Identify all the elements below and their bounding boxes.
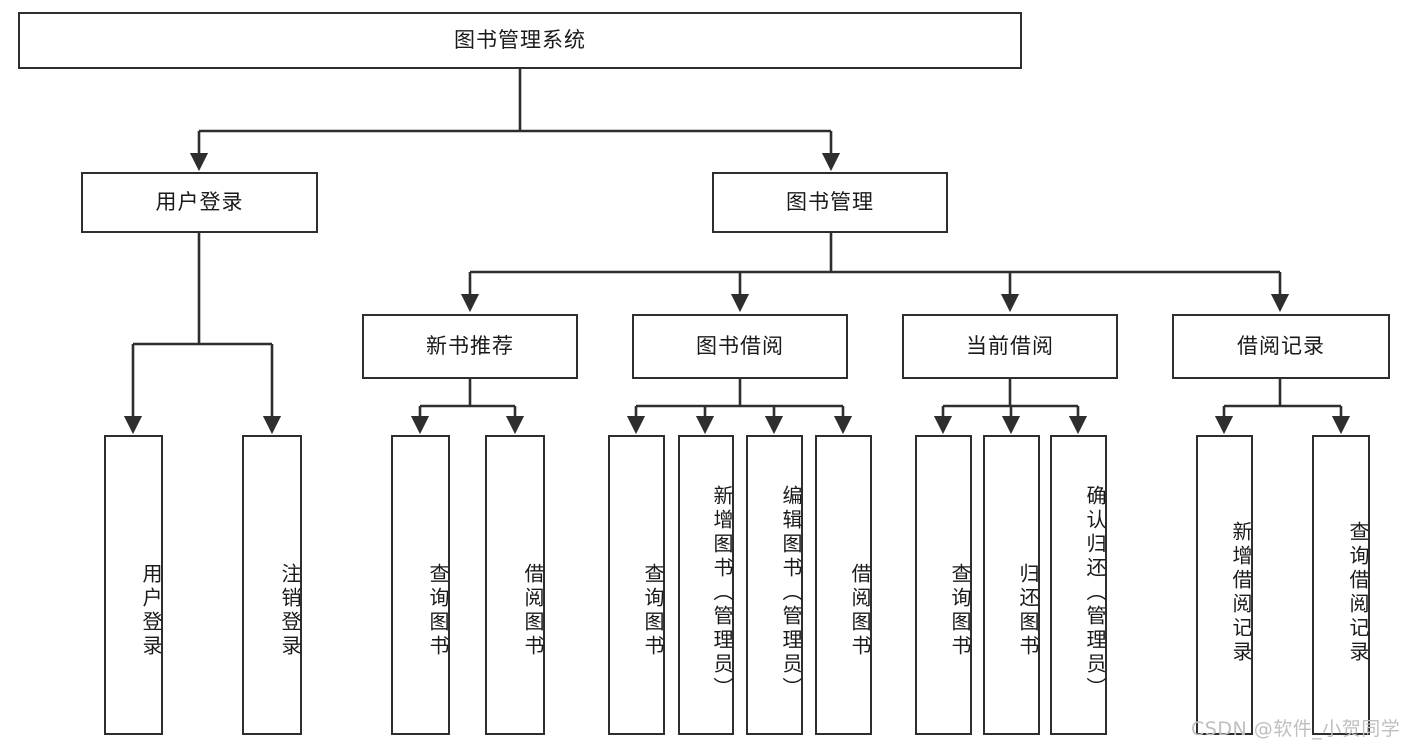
node-label: 查询图书 [641,563,665,659]
node-label: 确认归还（管理员） [1083,485,1107,701]
leaf-book-borrow-borrow-book[interactable]: 借阅图书 [815,435,872,735]
leaf-book-borrow-add-book-admin[interactable]: 新增图书（管理员） [678,435,734,735]
node-label: 当前借阅 [966,333,1054,358]
node-label: 新增借阅记录 [1229,521,1253,665]
node-user-login[interactable]: 用户登录 [81,172,318,233]
node-label: 借阅记录 [1237,333,1325,358]
leaf-borrow-record-add-record[interactable]: 新增借阅记录 [1196,435,1253,735]
leaf-user-login-sign-out[interactable]: 注销登录 [242,435,302,735]
node-book-borrow[interactable]: 图书借阅 [632,314,848,379]
node-label: 查询图书 [426,563,450,659]
node-label: 查询借阅记录 [1346,521,1370,665]
node-label: 归还图书 [1016,563,1040,659]
leaf-book-borrow-edit-book-admin[interactable]: 编辑图书（管理员） [746,435,803,735]
node-label: 图书管理系统 [454,27,586,52]
node-label: 编辑图书（管理员） [779,485,803,701]
leaf-user-login-sign-in[interactable]: 用户登录 [104,435,163,735]
node-book-management[interactable]: 图书管理 [712,172,948,233]
leaf-book-borrow-query-book[interactable]: 查询图书 [608,435,665,735]
node-label: 用户登录 [139,563,163,659]
node-label: 图书借阅 [696,333,784,358]
leaf-current-borrow-query-book[interactable]: 查询图书 [915,435,972,735]
node-label: 查询图书 [948,563,972,659]
leaf-current-borrow-confirm-return-admin[interactable]: 确认归还（管理员） [1050,435,1107,735]
node-label: 借阅图书 [848,563,872,659]
node-label: 新书推荐 [426,333,514,358]
node-label: 图书管理 [786,189,874,214]
node-root-book-management-system[interactable]: 图书管理系统 [18,12,1022,69]
leaf-new-book-query-book[interactable]: 查询图书 [391,435,450,735]
leaf-new-book-borrow-book[interactable]: 借阅图书 [485,435,545,735]
node-label: 用户登录 [155,189,244,214]
node-label: 注销登录 [278,563,302,659]
node-current-borrow[interactable]: 当前借阅 [902,314,1118,379]
leaf-current-borrow-return-book[interactable]: 归还图书 [983,435,1040,735]
node-new-book-recommend[interactable]: 新书推荐 [362,314,578,379]
node-label: 借阅图书 [521,563,545,659]
node-label: 新增图书（管理员） [710,485,734,701]
leaf-borrow-record-query-record[interactable]: 查询借阅记录 [1312,435,1370,735]
csdn-watermark: CSDN @软件_小贺同学 [1191,718,1401,740]
node-borrow-record[interactable]: 借阅记录 [1172,314,1390,379]
